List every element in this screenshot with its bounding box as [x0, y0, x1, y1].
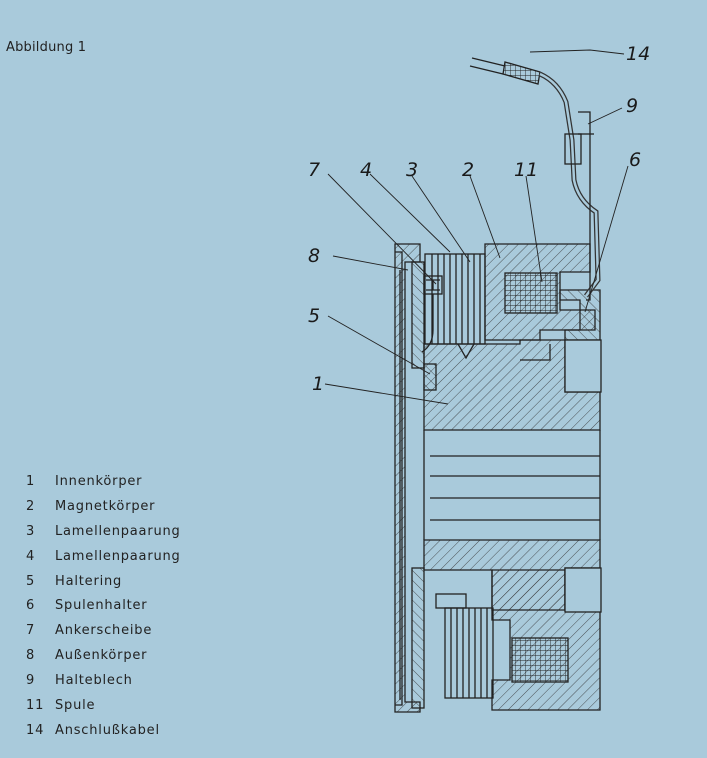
callout-2: 2	[462, 159, 474, 181]
bearing-lower	[564, 567, 602, 613]
leader-lines	[324, 49, 629, 405]
armature-plate-lower	[411, 567, 425, 709]
outer-body	[394, 243, 421, 713]
coil-holder	[559, 289, 601, 341]
callout-1: 1	[312, 373, 324, 395]
figure-title: Abbildung 1	[6, 40, 87, 55]
lamella-pack-lower	[444, 607, 494, 699]
callout-14: 14	[626, 43, 650, 65]
armature-plate-upper	[411, 261, 425, 369]
callout-4: 4	[360, 159, 372, 181]
callout-11: 11	[514, 159, 538, 181]
connection-cable	[469, 57, 601, 298]
bearing-upper	[564, 339, 602, 393]
callout-5: 5	[308, 305, 320, 327]
callout-9: 9	[626, 95, 638, 117]
lamella-pack-upper	[424, 253, 486, 360]
callout-8: 8	[308, 245, 320, 267]
coil-upper	[504, 272, 558, 314]
outer-body-lip	[395, 251, 403, 706]
callout-7: 7	[308, 159, 320, 181]
callout-3: 3	[406, 159, 418, 181]
armature-spring-detail	[421, 275, 443, 353]
retaining-ring	[423, 363, 437, 391]
callout-6: 6	[629, 149, 641, 171]
coil-lower	[511, 637, 569, 683]
spring-detail-lower	[435, 593, 467, 609]
holding-sheet	[564, 111, 594, 301]
